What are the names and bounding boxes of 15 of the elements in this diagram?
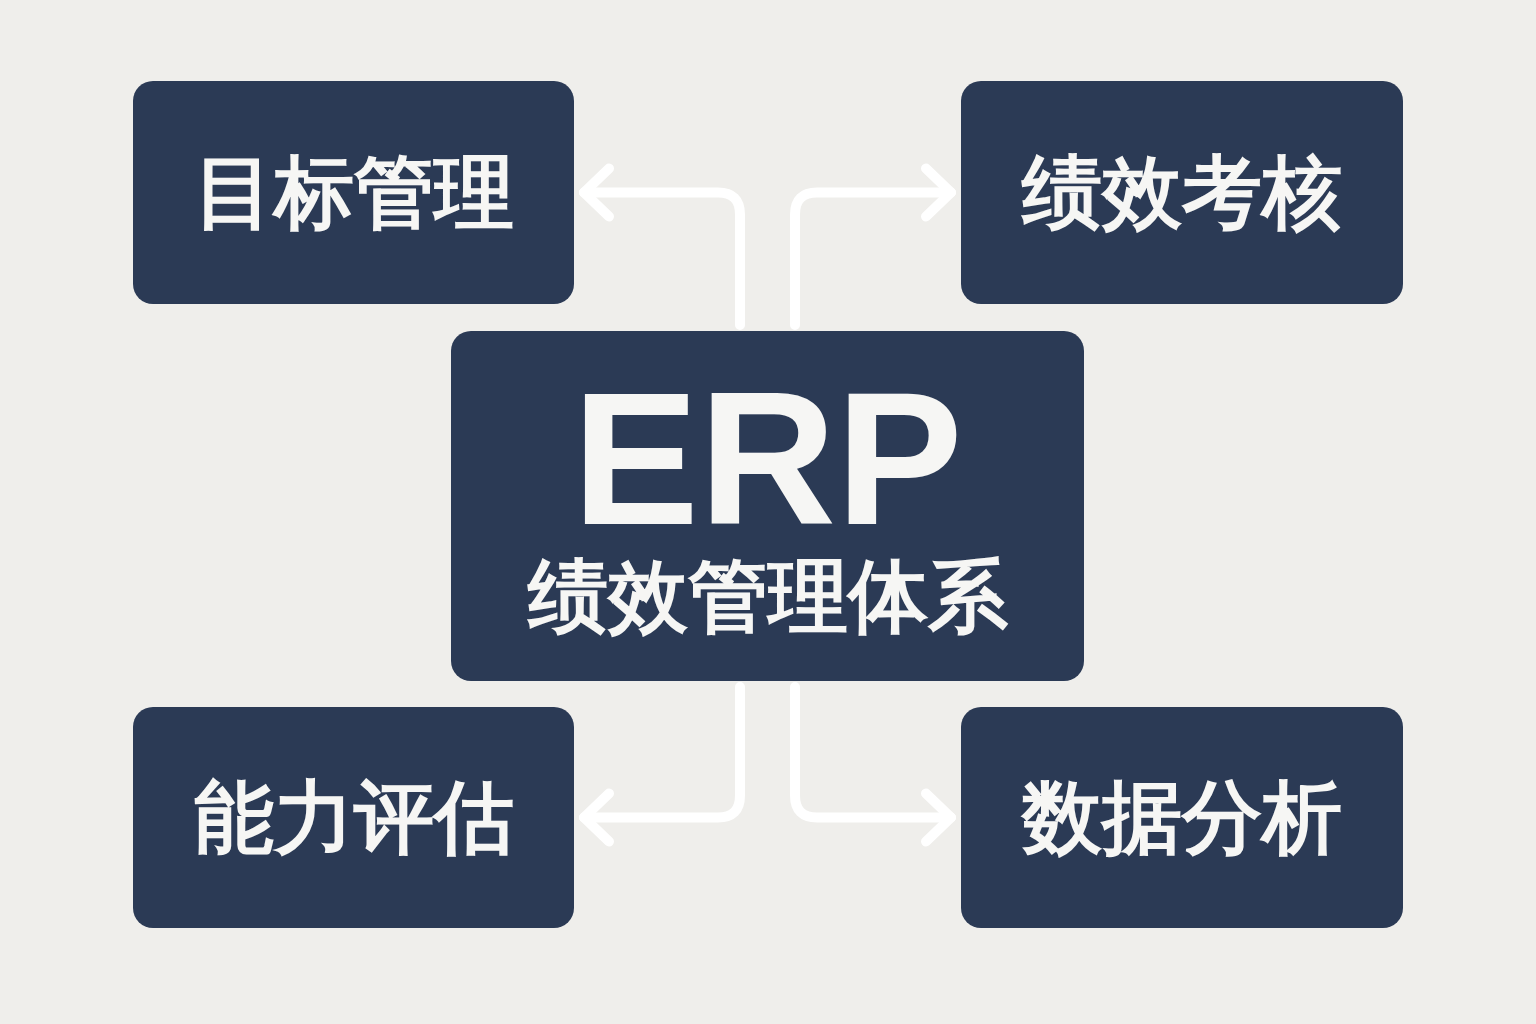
arrow [579,163,745,330]
topic-label: 目标管理 [192,152,515,233]
arrow [579,682,745,847]
center-box [451,331,1084,681]
subtitle-text: 绩效管理体系 [526,557,1009,637]
heading-text: ERP [572,363,963,553]
topic-box [133,707,574,928]
topic-box [961,81,1403,304]
topic-box [133,81,574,304]
topic-label: 绩效考核 [1020,152,1343,233]
arrow [790,163,956,330]
topic-label: 能力评估 [192,777,515,858]
arrow [790,682,956,847]
topic-box [961,707,1403,928]
topic-label: 数据分析 [1020,777,1343,858]
